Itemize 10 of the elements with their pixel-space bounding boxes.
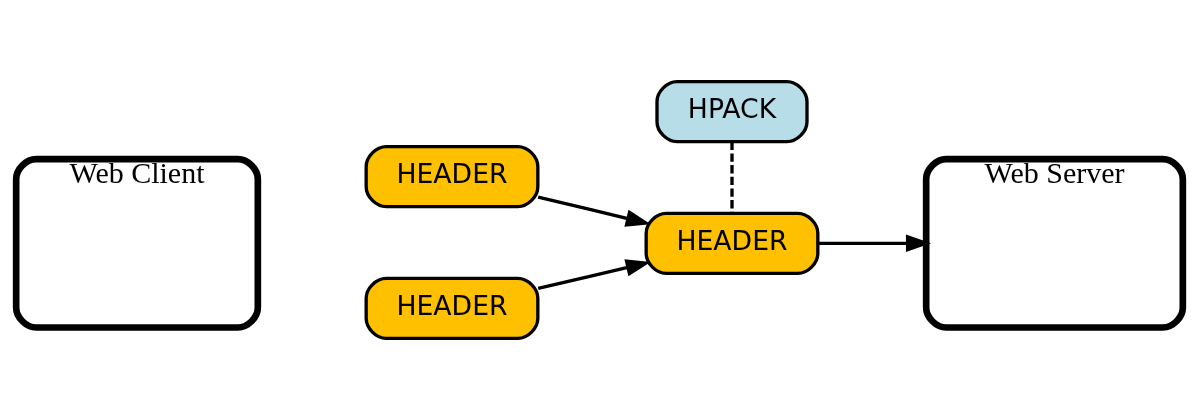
node-box: HEADER <box>364 276 540 340</box>
arrow <box>817 234 931 253</box>
node-box: HPACK <box>655 80 809 144</box>
arrow <box>537 195 651 227</box>
connector <box>730 141 734 213</box>
node-box: Web Client <box>12 155 262 331</box>
node-box: HEADER <box>364 145 540 209</box>
arrow <box>537 259 651 291</box>
node-box: Web Server <box>922 155 1187 331</box>
node-box: HEADER <box>644 211 820 275</box>
